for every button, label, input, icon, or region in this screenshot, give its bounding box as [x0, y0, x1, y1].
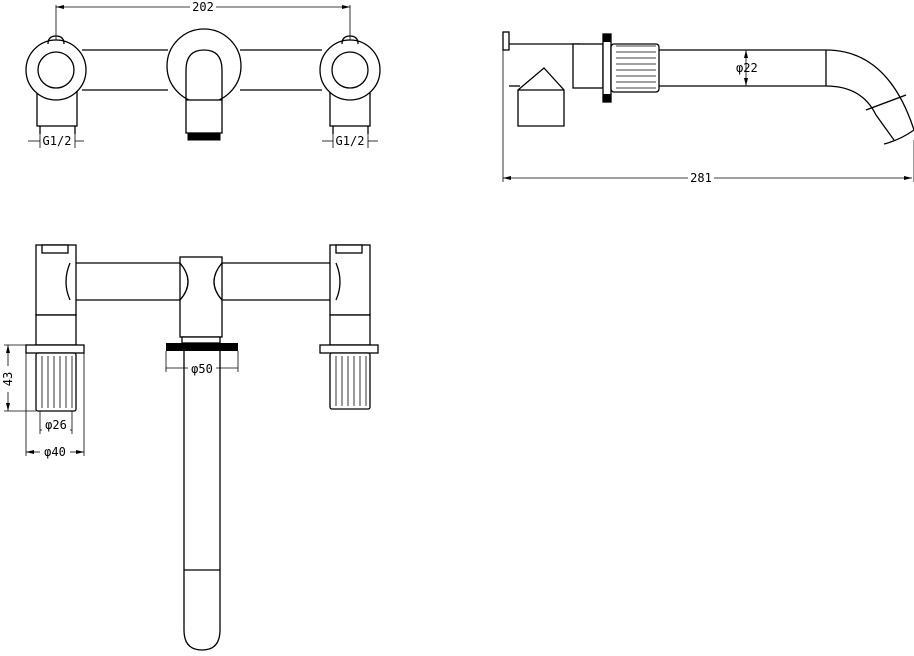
handle-height-label: 43	[1, 372, 15, 386]
dim-202-label: 202	[192, 0, 214, 14]
flange-diameter-label: φ40	[44, 445, 66, 459]
thread-right-label: G1/2	[336, 134, 365, 148]
front-view: 202 G1/2 G1/2	[25, 0, 381, 148]
handle-diameter-label: φ26	[45, 418, 67, 432]
thread-left-label: G1/2	[43, 134, 72, 148]
spout-diameter-label: φ22	[736, 61, 758, 75]
aerator-flange-diameter-label: φ50	[191, 362, 213, 376]
side-view: φ22 281	[502, 31, 914, 185]
dim-281-label: 281	[690, 171, 712, 185]
top-view: φ50 43 φ26 φ40	[1, 244, 379, 651]
